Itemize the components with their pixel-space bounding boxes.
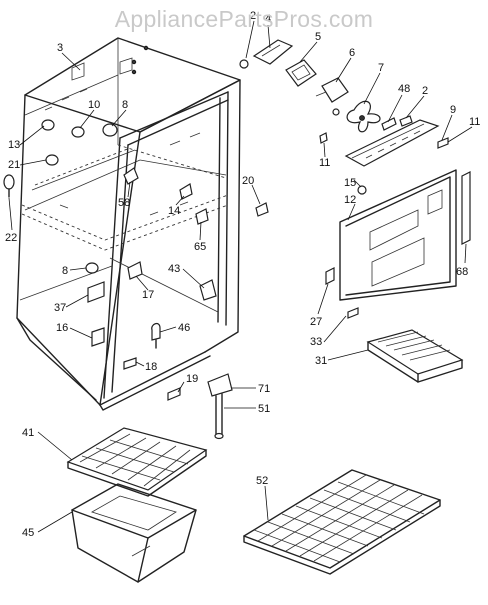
callout-27: 27 (310, 316, 322, 328)
bracket-43 (199, 279, 217, 301)
callout-5: 5 (315, 31, 321, 43)
damper-fan-assembly (239, 39, 449, 167)
callout-11-left: 11 (319, 157, 330, 169)
clip-11 (319, 132, 328, 144)
callout-71: 71 (258, 383, 270, 395)
clip-20 (255, 202, 269, 217)
motor-6 (321, 77, 349, 103)
screw-18 (123, 357, 137, 370)
callout-18: 18 (145, 361, 157, 373)
callout-13: 13 (8, 139, 20, 151)
callout-12: 12 (344, 194, 356, 206)
callout-16: 16 (56, 322, 68, 334)
ice-tray (366, 329, 464, 383)
callout-58: 58 (118, 197, 130, 209)
screw-19 (167, 387, 181, 401)
drain-tube (207, 373, 233, 440)
callout-48: 48 (398, 83, 410, 95)
callout-2-lower: 2 (422, 85, 428, 97)
callout-7: 7 (378, 62, 384, 74)
callout-52: 52 (256, 475, 268, 487)
housing-4 (252, 39, 294, 65)
hinge-37 (87, 281, 105, 303)
plug-21 (45, 154, 59, 166)
bracket-58 (123, 167, 139, 185)
bracket-17 (127, 261, 143, 280)
callout-33: 33 (310, 336, 322, 348)
watermark-text: AppliancePartsPros.com (114, 6, 374, 32)
callout-41: 41 (22, 427, 34, 439)
callout-20: 20 (242, 175, 254, 187)
strip-68 (461, 171, 471, 245)
callout-68: 68 (456, 266, 468, 278)
bushing-8-upper (102, 123, 118, 137)
gasket-5 (285, 59, 317, 87)
callout-37: 37 (54, 302, 66, 314)
callout-17: 17 (142, 289, 154, 301)
clip-27 (325, 267, 335, 285)
plug-10 (71, 126, 85, 138)
callout-22: 22 (5, 232, 17, 244)
callout-19: 19 (186, 373, 198, 385)
callout-65: 65 (194, 241, 206, 253)
callout-labels: 2 4 5 6 7 48 2 9 11 11 3 10 8 13 21 22 5… (5, 10, 480, 539)
support-65 (195, 208, 209, 225)
crisper-pan (71, 483, 197, 583)
callout-51: 51 (258, 403, 270, 415)
plug-46 (151, 322, 161, 341)
callout-9: 9 (450, 104, 456, 116)
liner-parts (3, 119, 269, 401)
wire-shelf (243, 469, 441, 575)
callout-10: 10 (88, 99, 100, 111)
callout-21: 21 (8, 159, 20, 171)
bulb-22 (3, 174, 15, 190)
callout-14: 14 (168, 205, 180, 217)
crisper-cover (66, 427, 208, 497)
shroud (344, 119, 440, 167)
callout-31: 31 (315, 355, 327, 367)
bracket-14 (179, 183, 193, 200)
callout-2: 2 (250, 10, 256, 22)
callout-15: 15 (344, 177, 356, 189)
screw-9 (437, 137, 449, 149)
refrigerator-liner (16, 37, 241, 411)
evaporator-cover-panel (325, 169, 471, 319)
screw-2 (239, 59, 249, 69)
callout-6: 6 (349, 47, 355, 59)
callout-45: 45 (22, 527, 34, 539)
callout-11-right: 11 (469, 116, 480, 128)
callout-46: 46 (178, 322, 190, 334)
callout-3: 3 (57, 42, 63, 54)
callout-8-lower: 8 (62, 265, 68, 277)
bushing-8-lower (85, 262, 99, 274)
motor-shaft (332, 108, 340, 116)
screw-15 (357, 185, 367, 195)
callout-43: 43 (168, 263, 180, 275)
plug-13 (41, 119, 55, 131)
leader-lines (8, 20, 473, 533)
nut-48 (381, 117, 397, 131)
screw-33 (347, 307, 359, 319)
callout-8-upper: 8 (122, 99, 128, 111)
clip-16 (91, 327, 105, 347)
callout-4: 4 (265, 13, 271, 25)
